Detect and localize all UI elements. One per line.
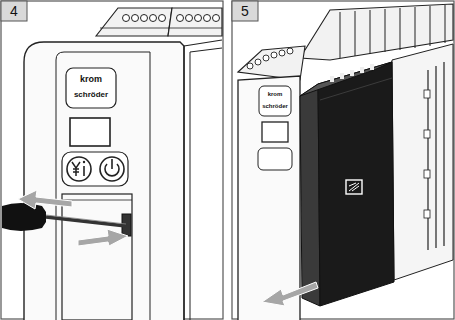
brand-logo: schröder — [262, 103, 288, 109]
brand-logo: krom — [80, 75, 102, 84]
step-number: 4 — [10, 4, 18, 18]
brand-logo: schröder — [74, 91, 108, 99]
brand-logo: krom — [268, 91, 283, 97]
step-number: 5 — [241, 4, 249, 18]
